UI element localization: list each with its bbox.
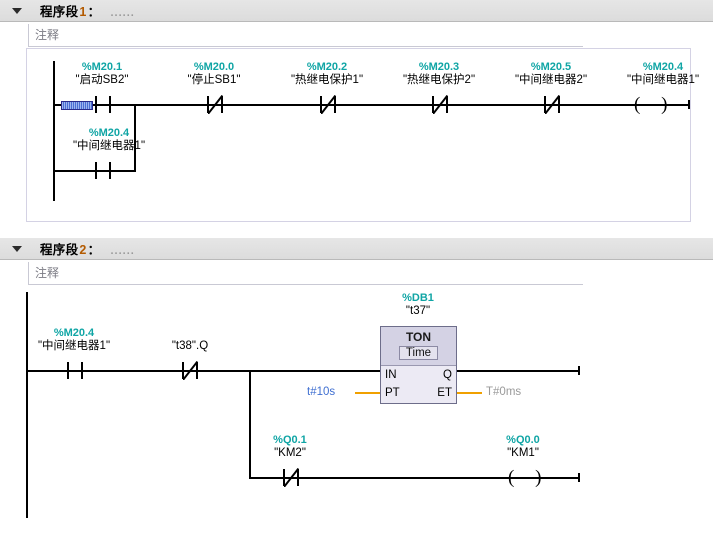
coil-address: %M20.4 — [642, 61, 684, 73]
coil-symbol: "KM1" — [507, 447, 539, 459]
contact-4-symbol: "热继电保护2" — [402, 74, 476, 86]
contact-3-symbol: "KM2" — [274, 447, 306, 459]
contact-5-symbol: "中间继电器2" — [514, 74, 588, 86]
contact-2-labels: "t38".Q — [140, 340, 240, 353]
branch-contact-labels: %M20.4 "中间继电器1" — [47, 127, 171, 153]
contact-2-symbol: "t38".Q — [171, 340, 209, 352]
contact-4-address: %M20.3 — [418, 61, 460, 73]
network-1-title: 程序段1：...... — [40, 1, 135, 20]
network-1-comment-row: 注释 — [0, 22, 713, 48]
rung-2-top-wire — [26, 370, 380, 372]
contact-5-address: %M20.5 — [530, 61, 572, 73]
rung-2-branch-wire — [249, 477, 580, 479]
coil-address: %Q0.0 — [506, 434, 540, 446]
contact-3-symbol: "热继电保护1" — [290, 74, 364, 86]
ton-block-name: TON — [405, 330, 432, 344]
network-2-header[interactable]: 程序段2：...... — [0, 238, 713, 260]
contact-3-address: %Q0.1 — [273, 434, 307, 446]
ton-pin-in[interactable]: IN — [385, 369, 397, 381]
rung-2-output-wire — [457, 370, 580, 372]
power-rail-left — [53, 61, 55, 201]
contact-1-symbol: "中间继电器1" — [37, 340, 111, 352]
coil-m20-4[interactable]: ( ) — [634, 94, 676, 115]
branch-vertical-left — [134, 104, 136, 172]
rung-1-right-terminal — [688, 100, 690, 109]
ton-pin-et[interactable]: ET — [437, 387, 452, 399]
network-1-colon: ： — [87, 5, 101, 19]
network-2-colon: ： — [87, 243, 101, 257]
network-1-title-prefix: 程序段 — [40, 5, 79, 19]
network-2-comment-input[interactable]: 注释 — [28, 261, 583, 285]
network-1-comment-input[interactable]: 注释 — [28, 23, 583, 47]
branch-contact-symbol: "中间继电器1" — [72, 140, 146, 152]
network-2-dots: ...... — [110, 245, 135, 257]
coil-labels: %Q0.0 "KM1" — [478, 434, 568, 460]
network-2: 程序段2：...... 注释 %M20.4 "中间继电器1" "t38".Q — [0, 238, 713, 528]
timer-instance-labels: %DB1 "t37" — [358, 292, 478, 318]
network-2-ladder: %M20.4 "中间继电器1" "t38".Q %DB1 "t37" TON T… — [0, 286, 713, 528]
contact-1-labels: %M20.4 "中间继电器1" — [12, 327, 136, 353]
network-1-header[interactable]: 程序段1：...... — [0, 0, 713, 22]
network-2-comment-row: 注释 — [0, 260, 713, 286]
network-2-number: 2 — [79, 243, 87, 257]
branch-contact-address: %M20.4 — [88, 127, 130, 139]
pt-value[interactable]: t#10s — [307, 386, 336, 398]
network-1: 程序段1：...... 注释 %M20.1 "启动SB2" %M20.0 "停止… — [0, 0, 713, 222]
network-2-title: 程序段2：...... — [40, 239, 135, 258]
contact-1-address: %M20.4 — [53, 327, 95, 339]
contact-3-address: %M20.2 — [306, 61, 348, 73]
ton-pin-q[interactable]: Q — [443, 369, 452, 381]
rung-2-top-terminal — [578, 366, 580, 375]
network-1-number: 1 — [79, 5, 87, 19]
et-wire — [457, 392, 482, 394]
coil-q0-0[interactable]: ( ) — [508, 467, 550, 488]
triangle-down-icon[interactable] — [12, 245, 22, 252]
contact-4-labels: %M20.3 "热继电保护2" — [377, 61, 501, 87]
contact-1-address: %M20.1 — [81, 61, 123, 73]
coil-labels: %M20.4 "中间继电器1" — [601, 61, 713, 87]
power-rail-left — [26, 292, 28, 518]
contact-5-labels: %M20.5 "中间继电器2" — [489, 61, 613, 87]
coil-symbol: "中间继电器1" — [626, 74, 700, 86]
network-2-title-prefix: 程序段 — [40, 243, 79, 257]
network-1-dots: ...... — [110, 7, 135, 19]
ton-block-header: TON Time — [381, 327, 456, 366]
contact-1-labels: %M20.1 "启动SB2" — [47, 61, 157, 87]
selection-cursor[interactable] — [61, 101, 93, 110]
ton-timer-block[interactable]: TON Time IN Q PT ET — [380, 326, 457, 404]
et-value: T#0ms — [486, 386, 522, 398]
contact-3-labels: %M20.2 "热继电保护1" — [265, 61, 389, 87]
pt-wire — [355, 392, 380, 394]
contact-2-symbol: "停止SB1" — [187, 74, 241, 86]
ton-block-type[interactable]: Time — [398, 346, 439, 360]
timer-db-address: %DB1 — [402, 292, 434, 304]
timer-instance-name: "t37" — [405, 305, 431, 317]
branch-vertical — [249, 370, 251, 479]
network-1-ladder: %M20.1 "启动SB2" %M20.0 "停止SB1" %M20.2 "热继… — [26, 48, 699, 222]
rung-2-branch-terminal — [578, 473, 580, 482]
ton-pin-pt[interactable]: PT — [385, 387, 400, 399]
rung-1-main-wire — [53, 104, 690, 106]
contact-1-symbol: "启动SB2" — [75, 74, 129, 86]
contact-2-address: %M20.0 — [193, 61, 235, 73]
triangle-down-icon[interactable] — [12, 7, 22, 14]
branch-wire — [53, 170, 136, 172]
contact-2-labels: %M20.0 "停止SB1" — [159, 61, 269, 87]
contact-3-labels: %Q0.1 "KM2" — [245, 434, 335, 460]
